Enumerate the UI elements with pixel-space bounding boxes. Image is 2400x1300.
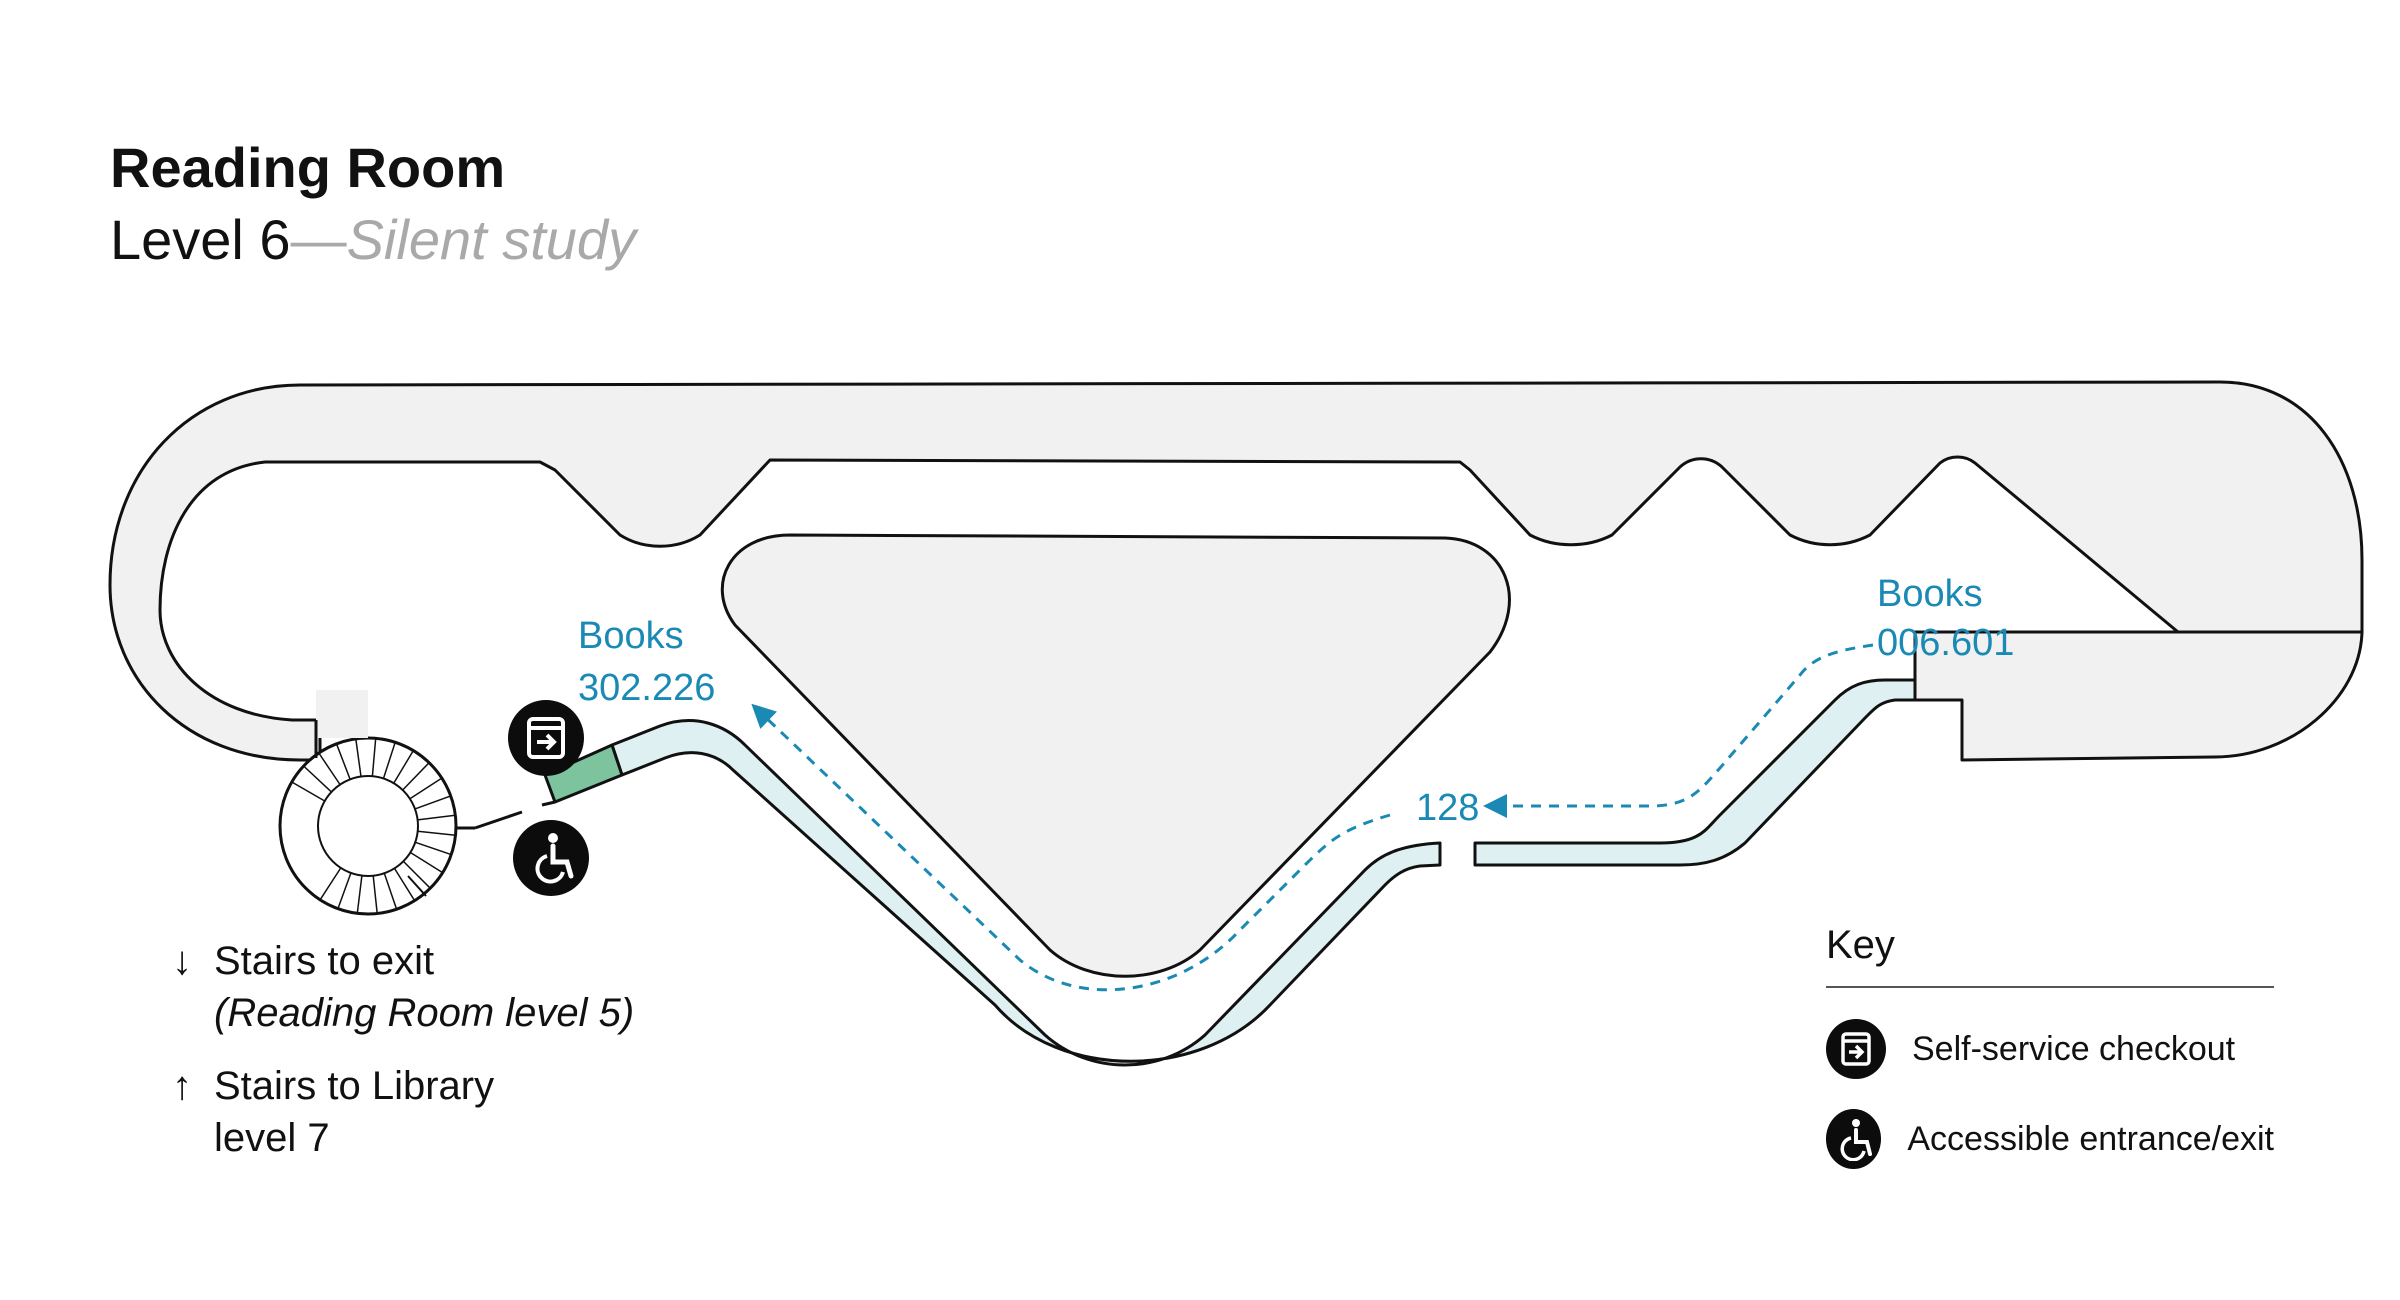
stairs-up-label-2: level 7 bbox=[214, 1116, 330, 1160]
stair-tread bbox=[383, 873, 398, 910]
key-title: Key bbox=[1826, 920, 2274, 988]
stair-tread bbox=[402, 762, 430, 791]
accessible-entrance-icon bbox=[1826, 1109, 1882, 1169]
key-label-accessible: Accessible entrance/exit bbox=[1907, 1119, 2274, 1158]
stair-tread bbox=[382, 742, 396, 779]
shelf-label-left-range: 302.226 bbox=[578, 667, 715, 709]
route-to-302 bbox=[751, 703, 1391, 992]
zone-label: Silent study bbox=[346, 208, 637, 271]
stairs-up-label-1: Stairs to Library bbox=[214, 1064, 495, 1108]
stair-tread bbox=[393, 750, 414, 784]
entrance-wall bbox=[474, 800, 556, 830]
self-service-checkout-icon bbox=[508, 700, 584, 776]
shelf-label-middle-range: 128 bbox=[1416, 787, 1479, 829]
floor-ring bbox=[108, 380, 2364, 762]
stair-landing bbox=[314, 720, 475, 830]
stairs-down-label: Stairs to exit bbox=[214, 939, 435, 983]
title-dash: — bbox=[290, 208, 347, 271]
stair-tread bbox=[409, 777, 443, 800]
stair-tread bbox=[318, 752, 341, 785]
page-subtitle: Level 6—Silent study bbox=[110, 208, 636, 272]
stair-tread bbox=[393, 868, 416, 901]
stair-tread bbox=[415, 841, 452, 856]
stair-tread bbox=[337, 872, 352, 909]
stair-tread bbox=[414, 795, 451, 810]
shelf-left-curve bbox=[610, 719, 1442, 1067]
shelf-right-run bbox=[1473, 678, 1917, 867]
stair-tread bbox=[356, 875, 363, 914]
stair-tread bbox=[371, 738, 377, 777]
page-title: Reading Room bbox=[110, 136, 506, 199]
checkout-zone bbox=[543, 743, 624, 804]
stair-tread bbox=[372, 875, 378, 914]
level-label: Level 6 bbox=[110, 208, 291, 271]
central-block bbox=[720, 533, 1511, 978]
route-to-128 bbox=[1483, 643, 1874, 818]
shelf-label-right-books: Books bbox=[1877, 573, 1983, 615]
floor-right-lobe bbox=[1913, 630, 2364, 762]
shelf-label-right-range: 006.601 bbox=[1877, 622, 2014, 664]
stair-tread bbox=[402, 860, 431, 889]
accessible-entrance-icon bbox=[513, 820, 589, 896]
stair-tread bbox=[355, 738, 362, 777]
stairs-down-note: (Reading Room level 5) bbox=[214, 991, 635, 1035]
map-key: Key Self-service checkout Accessible ent… bbox=[1826, 920, 2274, 1198]
stair-tread bbox=[335, 743, 351, 780]
shelf-label-left-books: Books bbox=[578, 615, 684, 657]
up-arrow-icon: ↑ bbox=[172, 1064, 192, 1108]
stair-tread bbox=[417, 814, 456, 821]
spiral-staircase bbox=[278, 690, 458, 916]
stair-tread bbox=[319, 867, 342, 901]
key-item-checkout: Self-service checkout bbox=[1826, 1018, 2274, 1080]
self-service-checkout-icon bbox=[1826, 1019, 1886, 1079]
down-arrow-icon: ↓ bbox=[172, 939, 192, 983]
stair-tread bbox=[417, 830, 456, 836]
stair-tread bbox=[291, 781, 326, 802]
key-item-accessible: Accessible entrance/exit bbox=[1826, 1108, 2274, 1170]
stair-tread bbox=[303, 765, 332, 793]
key-label-checkout: Self-service checkout bbox=[1912, 1029, 2236, 1068]
stair-tread bbox=[410, 851, 443, 874]
